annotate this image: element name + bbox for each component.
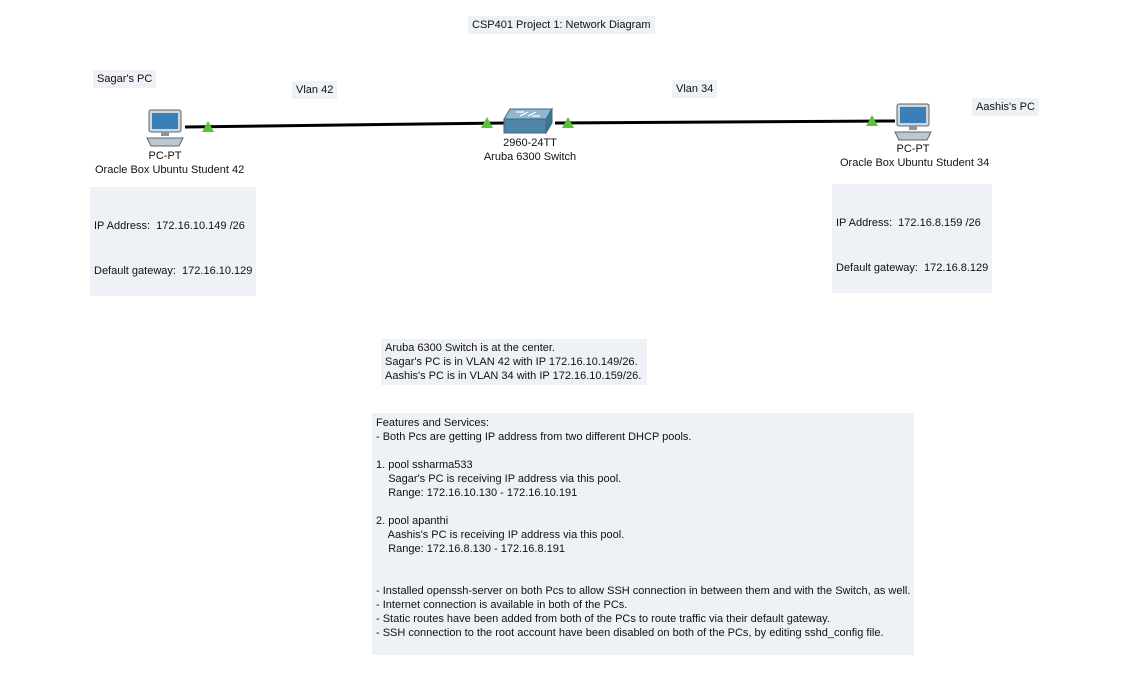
aashis-pc-name: Oracle Box Ubuntu Student 34: [840, 157, 990, 169]
switch-name: Aruba 6300 Switch: [483, 151, 577, 163]
sagar-pc-ip-note: IP Address: 172.16.10.149 /26 Default ga…: [90, 187, 257, 296]
link-light-pc42: [202, 121, 214, 132]
diagram-title: CSP401 Project 1: Network Diagram: [468, 16, 655, 34]
sagar-pc-model: PC-PT: [148, 150, 182, 162]
aashis-pc-ip-note: IP Address: 172.16.8.159 /26 Default gat…: [832, 184, 993, 293]
pc-icon[interactable]: [145, 108, 185, 148]
link-light-switch-right: [562, 117, 574, 128]
sagar-pc-ip: IP Address: 172.16.10.149 /26: [94, 220, 245, 232]
switch-model: 2960-24TT: [503, 137, 557, 149]
cable-vlan-34[interactable]: [554, 119, 896, 125]
aashis-pc-ip: IP Address: 172.16.8.159 /26: [836, 217, 981, 229]
link-light-pc34: [866, 115, 878, 126]
pc-icon[interactable]: [893, 102, 933, 142]
vlan-42-label: Vlan 42: [292, 81, 338, 99]
aashis-pc-label: Aashis's PC: [972, 98, 1039, 116]
sagar-pc-name: Oracle Box Ubuntu Student 42: [95, 164, 245, 176]
aashis-pc-gateway: Default gateway: 172.16.8.129: [836, 262, 989, 274]
sagar-pc-label: Sagar's PC: [93, 70, 157, 88]
cable-vlan-42[interactable]: [184, 121, 506, 129]
vlan-34-label: Vlan 34: [672, 80, 718, 98]
link-light-switch-left: [481, 117, 493, 128]
sagar-pc-gateway: Default gateway: 172.16.10.129: [94, 265, 253, 277]
aashis-pc-model: PC-PT: [896, 143, 930, 155]
summary-note: Aruba 6300 Switch is at the center. Saga…: [381, 339, 648, 385]
features-note: Features and Services: - Both Pcs are ge…: [372, 413, 914, 655]
switch-icon[interactable]: [502, 107, 554, 137]
